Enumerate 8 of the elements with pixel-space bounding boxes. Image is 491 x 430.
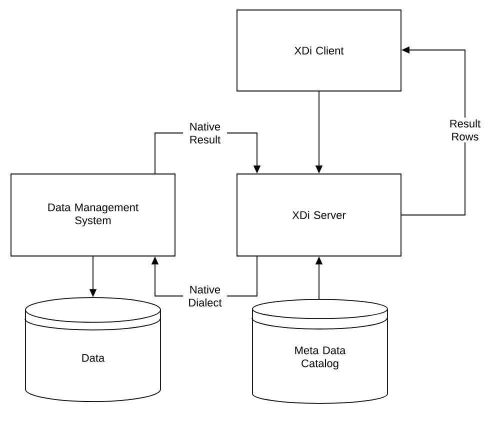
database-cylinder: Data: [24, 297, 161, 402]
process-box: XDi Client: [236, 10, 402, 92]
edge-label: Native Result: [183, 120, 227, 146]
process-box: Data Management System: [10, 174, 176, 256]
edge-label: Native Dialect: [183, 283, 227, 309]
edge-label: Result Rows: [443, 117, 487, 143]
process-box: XDi Server: [236, 174, 402, 256]
database-cylinder: Meta Data Catalog: [252, 298, 388, 404]
